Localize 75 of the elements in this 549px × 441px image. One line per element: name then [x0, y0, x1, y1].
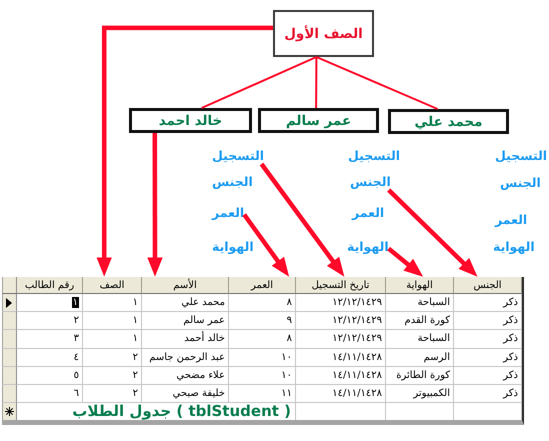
table-cell: ١٢/١٢/١٤٢٩: [296, 330, 386, 349]
table-cell: ٣: [17, 330, 83, 349]
name-box: عمر سالم: [258, 108, 379, 133]
table-cell: محمد علي: [142, 294, 229, 312]
column-header: الصف: [83, 277, 142, 294]
category-box: الصف الأول: [273, 10, 374, 57]
connector-line: [315, 57, 318, 108]
table-cell: ذكر: [454, 312, 522, 330]
table-cell: ٢: [17, 312, 83, 330]
table-cell: السباحة: [386, 294, 454, 312]
table-cell: خالد أحمد: [142, 330, 229, 349]
table-cell: ١٠: [229, 366, 296, 385]
column-header: تاريخ التسجيل: [296, 277, 386, 294]
table-cell: ١٢/١٢/١٤٢٩: [296, 294, 386, 312]
table-cell: ١٤/١١/١٤٢٨: [296, 385, 386, 404]
column-header: الجنس: [454, 277, 522, 294]
connector-line: [201, 56, 317, 109]
table-cell: ٤: [17, 348, 83, 367]
table-cell: ٨: [229, 294, 296, 312]
table-cell: كورة القدم: [386, 312, 454, 330]
field-label: التسجيل: [212, 148, 264, 164]
table-cell: علاء مضحي: [142, 366, 229, 385]
arrow: [96, 26, 273, 277]
field-label: التسجيل: [348, 148, 400, 164]
table-cell: ١٢/١٢/١٤٢٩: [296, 312, 386, 330]
table-cell: ٢: [83, 366, 142, 385]
field-label: الهواية: [493, 239, 535, 255]
table-cell: ذكر: [454, 294, 522, 312]
field-label: العمر: [352, 205, 384, 221]
table-cell: ١: [83, 294, 142, 312]
table-cell: ذكر: [454, 348, 522, 367]
column-header: الأسم: [142, 277, 229, 294]
field-label: الجنس: [500, 175, 541, 191]
arrow: [260, 162, 344, 277]
table-cell: عبد الرحمن جاسم: [142, 348, 229, 367]
table-cell: عمر سالم: [142, 312, 229, 330]
table-cell: ذكر: [454, 366, 522, 385]
field-label: العمر: [212, 205, 244, 221]
table-cell: ١١: [229, 385, 296, 404]
arrow: [387, 246, 424, 277]
table-cell: ذكر: [454, 330, 522, 349]
table-cell: ذكر: [454, 385, 522, 404]
arrow: [242, 213, 290, 277]
table-cell: الرسم: [386, 348, 454, 367]
table-cell: ٨: [229, 330, 296, 349]
table-cell: خليفة صبحي: [142, 385, 229, 404]
table-cell: ١٤/١١/١٤٢٨: [296, 366, 386, 385]
field-label: الجنس: [212, 174, 253, 190]
connector-line: [316, 56, 438, 110]
table-cell: ٩: [229, 312, 296, 330]
data-table: [2, 277, 524, 425]
column-header: الهواية: [386, 277, 454, 294]
field-label: الجنس: [350, 174, 391, 190]
field-label: العمر: [495, 212, 528, 228]
table-cell: السباحة: [386, 330, 454, 349]
field-label: الهواية: [212, 239, 254, 255]
table-cell: ٥: [17, 366, 83, 385]
table-cell: ١٠: [229, 348, 296, 367]
table-cell: ١: [83, 312, 142, 330]
name-box: خالد احمد: [129, 108, 252, 133]
field-label: الهواية: [347, 239, 389, 255]
name-box: محمد علي: [388, 109, 509, 134]
column-header: رقم الطالب: [17, 277, 83, 294]
table-cell: ٢: [83, 385, 142, 404]
arrow: [147, 133, 163, 277]
table-cell: ١٤/١١/١٤٢٨: [296, 348, 386, 367]
table-cell: الكمبيوتر: [386, 385, 454, 404]
table-cell: ١: [83, 330, 142, 349]
field-label: التسجيل: [495, 148, 548, 164]
table-cell: كورة الطائرة: [386, 366, 454, 385]
table-cell: ٢: [83, 348, 142, 367]
column-header: العمر: [229, 277, 296, 294]
table-cell: ١: [17, 294, 83, 312]
arrow: [387, 188, 478, 277]
table-cell: ٦: [17, 385, 83, 404]
